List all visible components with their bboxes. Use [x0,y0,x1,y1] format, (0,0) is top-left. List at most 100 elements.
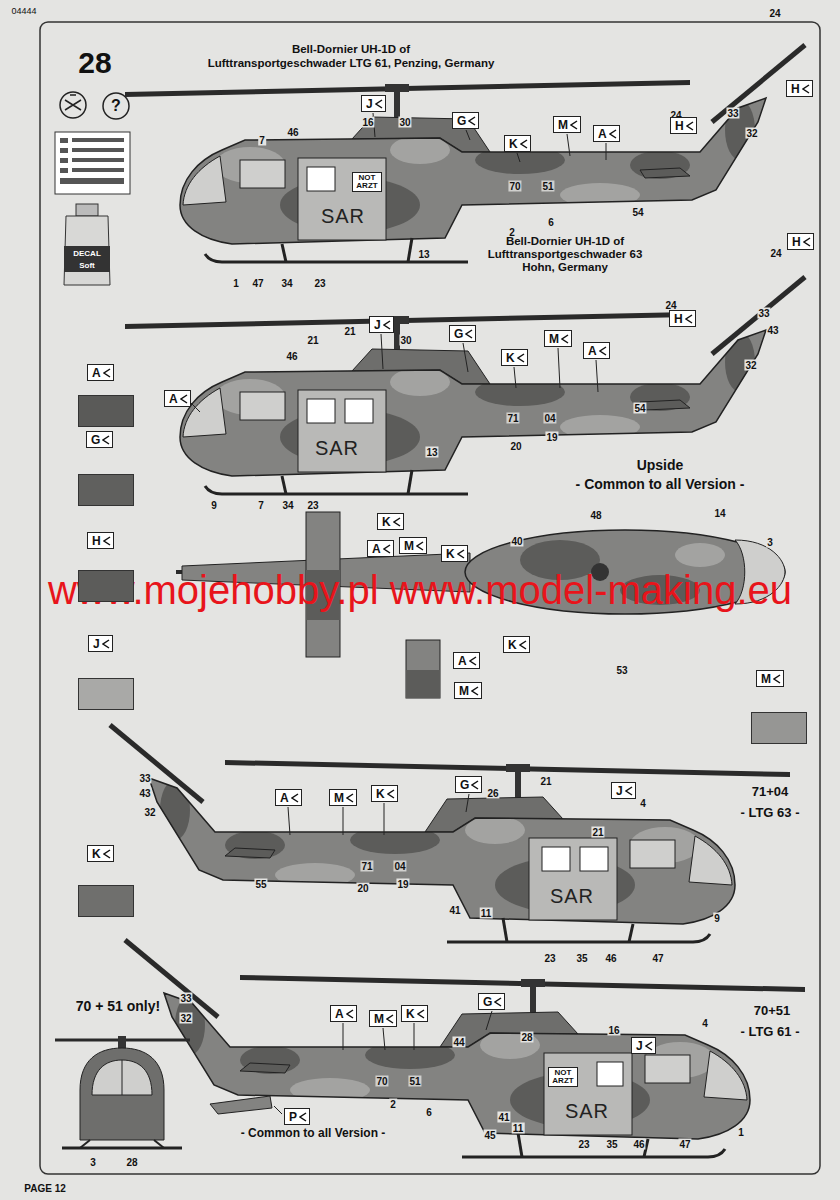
color-callout: H [787,233,814,250]
color-letter: K [406,1007,415,1021]
color-letter: G [91,433,100,447]
color-callout: A [330,1005,357,1022]
pointer-chevron [609,129,617,139]
callout-number: 16 [361,117,374,128]
bottle-text: DECAL [73,250,101,259]
color-callout: K [503,636,530,653]
note-text: - Common to all Version - [241,1127,386,1140]
color-letter: H [92,534,101,548]
color-letter: M [404,539,414,553]
pointer-chevron [387,789,395,799]
pointer-chevron [457,549,465,559]
color-letter: P [289,1110,297,1124]
decal-number: 04 [543,413,556,424]
decal-number: 51 [408,1076,421,1087]
color-letter: A [169,392,178,406]
pointer-chevron [346,793,354,803]
color-callout: K [371,785,398,802]
decal-text: NOT ARZT [352,172,382,192]
color-letter: H [792,235,801,249]
color-swatch [751,712,807,744]
callout-number: 33 [179,993,192,1004]
callout-number: 35 [605,1139,618,1150]
color-callout: J [369,316,394,333]
callout-number: 30 [399,335,412,346]
color-letter: A [598,127,607,141]
callout-number: 24 [768,8,781,19]
color-callout: H [786,80,813,97]
color-callout: M [369,1010,397,1027]
pointer-chevron [180,394,188,404]
callout-number: 14 [713,508,726,519]
part-drawing [210,1096,272,1114]
decal-number: 71 [506,413,519,424]
callout-number: 54 [633,403,646,414]
callout-number: 20 [509,441,522,452]
pointer-chevron [685,314,693,324]
color-letter: H [675,119,684,133]
pointer-chevron [103,849,111,859]
color-swatch [78,885,134,917]
callout-number: 23 [543,953,556,964]
heading-text: Upside [637,458,684,473]
callout-number: 2 [389,1099,397,1110]
color-letter: A [588,344,597,358]
version-text: - LTG 63 - [741,806,800,820]
color-callout: M [329,789,357,806]
color-letter: K [506,351,515,365]
decal-number: 04 [393,861,406,872]
helicopter-side [125,277,805,494]
color-callout: G [449,325,476,342]
color-letter: J [636,1039,643,1053]
color-callout: K [401,1005,428,1022]
helicopter-side [125,45,805,262]
callout-number: 30 [398,117,411,128]
callout-number: 32 [745,128,758,139]
callout-number: 6 [547,217,555,228]
color-callout: K [441,545,468,562]
color-callout: H [669,310,696,327]
pointer-chevron [517,353,525,363]
callout-number: 44 [452,1037,465,1048]
callout-number: 41 [497,1112,510,1123]
color-letter: M [374,1012,384,1026]
legend-letter: A [87,364,114,381]
helicopter-front [55,1036,190,1148]
color-letter: K [508,638,517,652]
pointer-chevron [416,541,424,551]
legend-letter: M [756,670,784,687]
title-text: Bell-Dornier UH-1D of [506,235,624,248]
callout-number: 6 [425,1107,433,1118]
callout-number: 1 [232,278,240,289]
callout-number: 28 [520,1032,533,1043]
color-callout: J [361,95,386,112]
color-callout: A [275,789,302,806]
color-callout: H [670,117,697,134]
heading-text: - Common to all Version - [576,477,745,492]
callout-number: 33 [726,108,739,119]
version-text: 71+04 [752,785,789,799]
callout-number: 19 [545,432,558,443]
bottle-text: Soft [79,262,95,271]
pointer-chevron [468,116,476,126]
pointer-chevron [103,536,111,546]
callout-number: 23 [577,1139,590,1150]
version-text: - LTG 61 - [741,1025,800,1039]
color-letter: G [457,114,466,128]
callout-number: 3 [766,537,774,548]
callout-number: 24 [664,300,677,311]
color-letter: A [92,366,101,380]
color-callout: K [377,513,404,530]
pointer-chevron [625,786,633,796]
pointer-chevron [561,334,569,344]
callout-number: 33 [757,308,770,319]
callout-number: 41 [448,905,461,916]
color-letter: A [458,654,467,668]
color-letter: A [280,791,289,805]
helicopter-side [110,725,790,942]
callout-number: 34 [281,500,294,511]
callout-number: 55 [254,879,267,890]
callout-number: 40 [510,536,523,547]
watermark: www.mojehobby.pl www.model-making.eu [48,568,792,612]
